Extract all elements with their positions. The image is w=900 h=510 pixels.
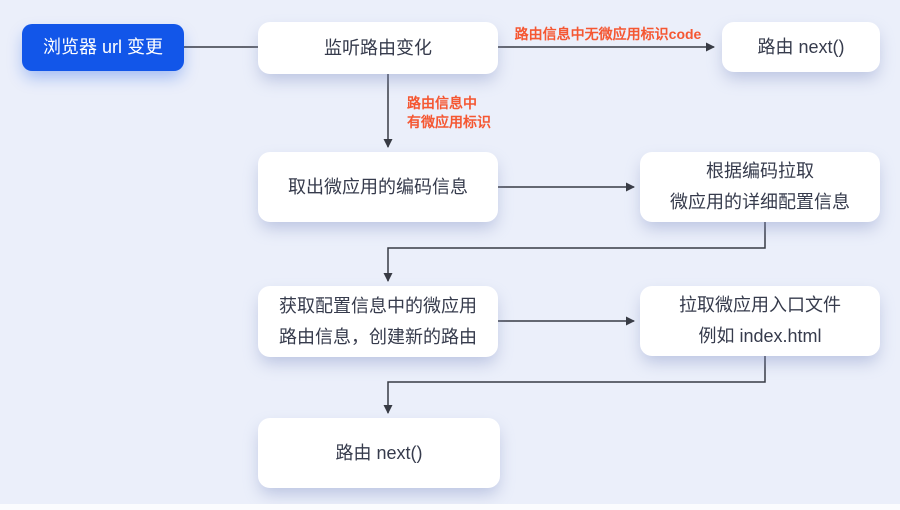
edge-label-no-app-code: 路由信息中无微应用标识code bbox=[514, 26, 702, 42]
node-browser-url-change: 浏览器 url 变更 bbox=[22, 24, 184, 71]
bottom-strip bbox=[0, 504, 900, 510]
node-route-next-top: 路由 next() bbox=[722, 22, 880, 72]
node-create-new-route: 获取配置信息中的微应用 路由信息，创建新的路由 bbox=[258, 286, 498, 357]
edge-label-has-app-code: 路由信息中 有微应用标识 bbox=[407, 95, 491, 130]
node-fetch-entry-file: 拉取微应用入口文件 例如 index.html bbox=[640, 286, 880, 356]
node-listen-route-change: 监听路由变化 bbox=[258, 22, 498, 74]
connector-config-to-create bbox=[383, 222, 766, 282]
node-fetch-app-config: 根据编码拉取 微应用的详细配置信息 bbox=[640, 152, 880, 222]
node-route-next-bottom: 路由 next() bbox=[258, 418, 500, 488]
node-extract-app-code: 取出微应用的编码信息 bbox=[258, 152, 498, 222]
connector-entry-to-next-bottom bbox=[383, 356, 766, 414]
